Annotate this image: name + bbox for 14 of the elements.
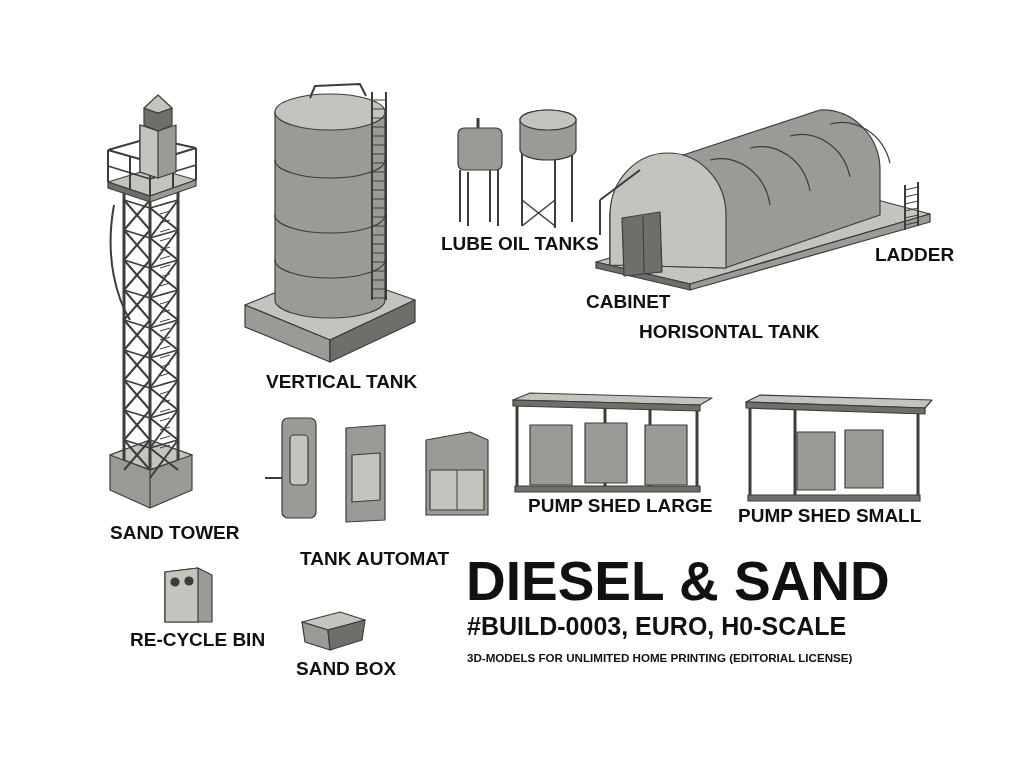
part-label: LUBE OIL TANKS [441, 234, 599, 255]
description: 3D-MODELS FOR UNLIMITED HOME PRINTING (EDITORIAL LICENSE) [467, 652, 853, 665]
title: DIESEL & SAND [466, 551, 890, 612]
part-label: SAND TOWER [110, 523, 240, 544]
part-label: PUMP SHED LARGE [528, 496, 713, 517]
part-label: SAND BOX [296, 659, 397, 680]
part-label: CABINET [586, 292, 671, 313]
part-label: HORISONTAL TANK [639, 322, 820, 343]
part-label: TANK AUTOMAT [300, 549, 450, 570]
part-label: LADDER [875, 245, 955, 266]
subtitle: #BUILD-0003, EURO, H0-SCALE [467, 613, 847, 641]
part-label: PUMP SHED SMALL [738, 506, 922, 527]
part-label: VERTICAL TANK [266, 372, 418, 393]
part-label: RE-CYCLE BIN [130, 630, 266, 651]
